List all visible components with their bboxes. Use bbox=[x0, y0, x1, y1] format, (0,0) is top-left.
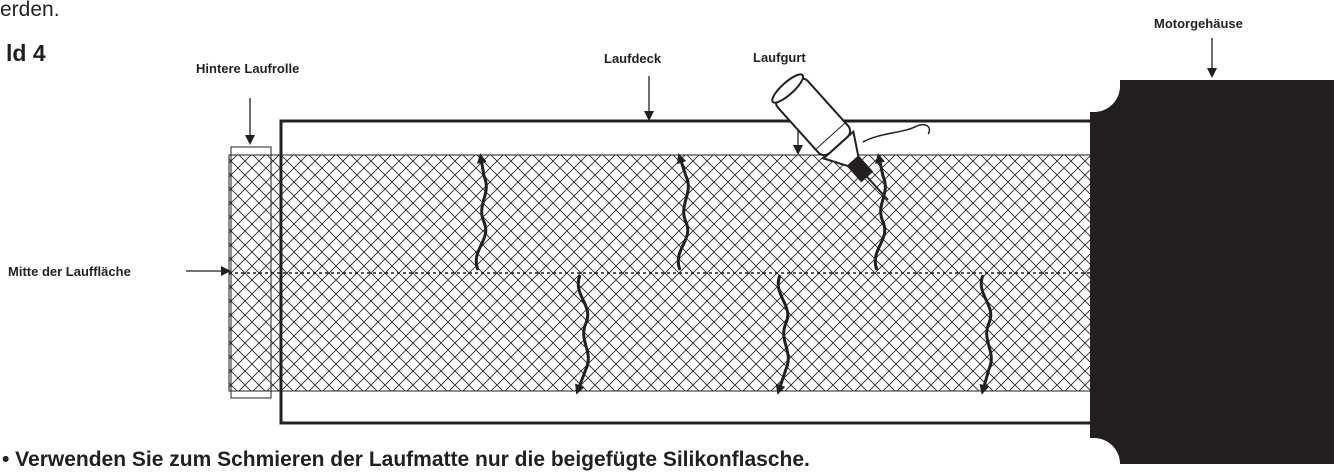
rear-roller-label: Hintere Laufrolle bbox=[196, 61, 300, 76]
wavy-arrow-up-icon bbox=[676, 153, 690, 271]
wavy-arrow-down-icon bbox=[575, 274, 590, 395]
deck-label: Laufdeck bbox=[604, 51, 662, 66]
wavy-arrow-up-icon bbox=[873, 153, 887, 271]
belt-label: Laufgurt bbox=[753, 50, 806, 65]
bottom-note: • Verwenden Sie zum Schmieren der Laufma… bbox=[2, 448, 810, 471]
page-top-text: erden. bbox=[0, 0, 60, 21]
wavy-arrow-up-icon bbox=[474, 153, 488, 271]
belt-center-label: Mitte der Lauffläche bbox=[8, 264, 131, 279]
figure-id: ld 4 bbox=[6, 40, 46, 66]
wavy-arrow-down-icon bbox=[979, 274, 993, 395]
motor-housing-label: Motorgehäuse bbox=[1154, 16, 1243, 31]
motor-housing bbox=[1090, 80, 1334, 464]
wavy-arrow-down-icon bbox=[775, 274, 790, 395]
silicone-bottle-icon bbox=[771, 73, 931, 201]
